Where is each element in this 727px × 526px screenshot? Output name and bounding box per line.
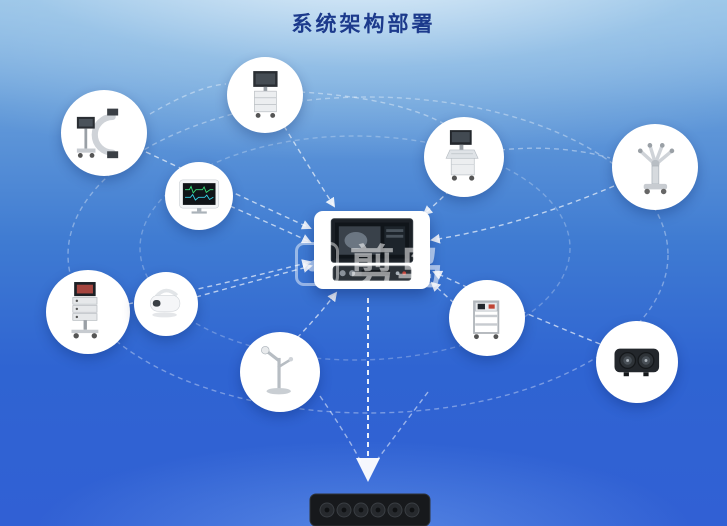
surgical-robot-icon [637, 142, 674, 194]
endoscopy-tower-icon [71, 282, 99, 339]
node-medical-cart-workstation [227, 57, 303, 133]
rack-server-icon [309, 493, 431, 526]
central-display-console [314, 211, 430, 289]
surgical-light-heads-icon [614, 348, 660, 377]
node-patient-monitor [165, 162, 233, 230]
c-arm-xray-icon [76, 108, 118, 158]
medical-cart-workstation-icon [252, 70, 278, 118]
patient-monitor-icon [179, 179, 219, 214]
node-vr-headset [134, 272, 198, 336]
vr-headset-icon [150, 289, 181, 318]
down-arrowhead [356, 458, 380, 482]
central-display-console-icon [330, 218, 414, 281]
page-title: 系统架构部署 [291, 13, 436, 36]
surgical-pendant-stand-icon [261, 346, 294, 395]
node-ultrasound-cart [424, 117, 504, 197]
node-endoscopy-tower [46, 270, 130, 354]
node-equipment-cart [449, 280, 525, 356]
node-surgical-robot [612, 124, 698, 210]
equipment-cart-icon [472, 300, 499, 339]
ultrasound-cart-icon [445, 130, 479, 181]
node-surgical-pendant-stand [240, 332, 320, 412]
node-c-arm-xray [61, 90, 147, 176]
node-surgical-light-heads [596, 321, 678, 403]
